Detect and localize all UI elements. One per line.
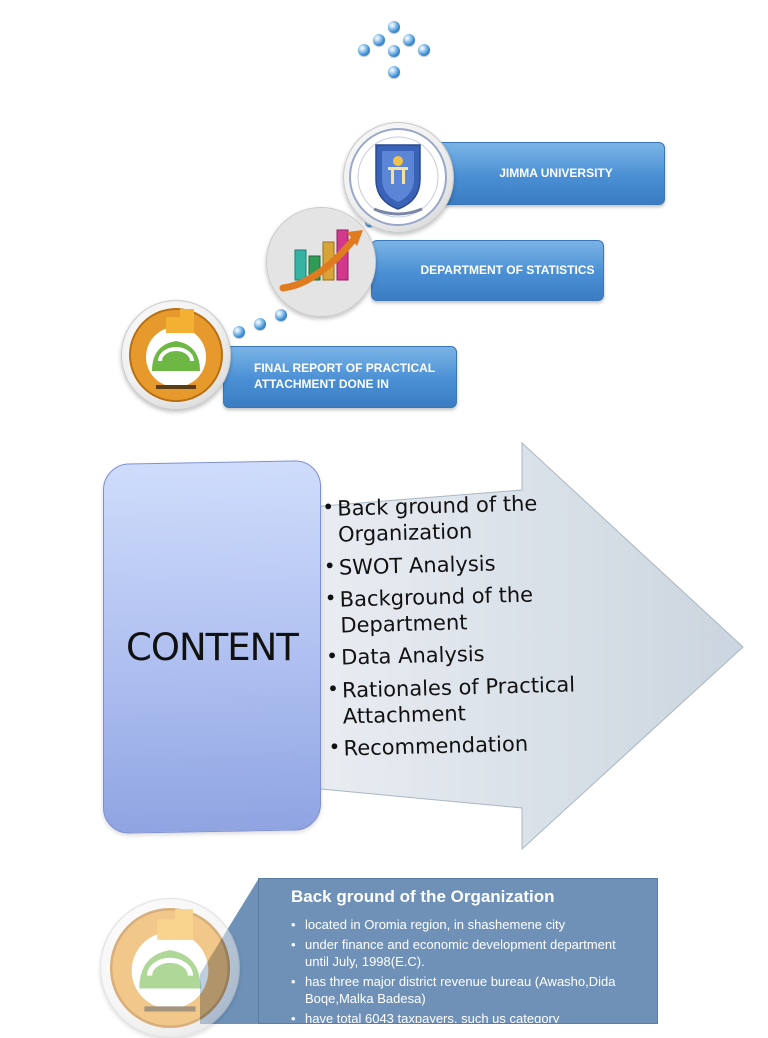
content-item: SWOT Analysis [324, 546, 655, 581]
dot [358, 44, 370, 56]
university-label: JIMMA UNIVERSITY [499, 165, 613, 180]
dot [388, 21, 400, 33]
report-label-line1: FINAL REPORT OF PRACTICAL [254, 361, 436, 376]
dot [388, 45, 400, 57]
content-title: CONTENT [126, 625, 298, 669]
organization-panel: Back ground of the Organization located … [258, 878, 658, 1024]
bureau-logo [121, 300, 231, 410]
content-box: CONTENT [103, 460, 321, 834]
statistics-chart-logo [266, 207, 376, 317]
content-item: Rationales of Practical Attachment [327, 669, 658, 730]
content-item: Back ground of the Organization [322, 487, 653, 548]
organization-item: have total 6043 taxpayers, such us categ… [291, 1010, 643, 1023]
university-logo [343, 122, 454, 233]
organization-item: has three major district revenue bureau … [291, 973, 643, 1008]
report-label-line2: ATTACHMENT DONE IN [254, 377, 389, 391]
university-bar: JIMMA UNIVERSITY [427, 142, 665, 205]
content-item: Data Analysis [326, 637, 657, 672]
organization-item: located in Oromia region, in shashemene … [291, 916, 643, 934]
dot [254, 318, 266, 330]
content-list: Back ground of the Organization SWOT Ana… [322, 487, 659, 768]
organization-title: Back ground of the Organization [291, 887, 555, 906]
organization-list: located in Oromia region, in shashemene … [291, 916, 643, 1023]
bureau-logo-icon [109, 907, 231, 1029]
report-bar: FINAL REPORT OF PRACTICAL ATTACHMENT DON… [223, 346, 457, 408]
dot [233, 326, 245, 338]
organization-item: under finance and economic development d… [291, 936, 643, 971]
content-item: Background of the Department [324, 578, 655, 639]
bar-chart-icon [267, 208, 375, 316]
dot [275, 309, 287, 321]
bureau-logo-faded [100, 898, 240, 1038]
dot [418, 44, 430, 56]
university-seal-icon [349, 128, 447, 226]
department-label: DEPARTMENT OF STATISTICS [420, 262, 595, 277]
dot [373, 34, 385, 46]
dot [403, 34, 415, 46]
dot [388, 66, 400, 78]
bureau-logo-icon [129, 308, 223, 402]
content-item: Recommendation [328, 727, 659, 762]
department-bar: DEPARTMENT OF STATISTICS [371, 240, 604, 301]
